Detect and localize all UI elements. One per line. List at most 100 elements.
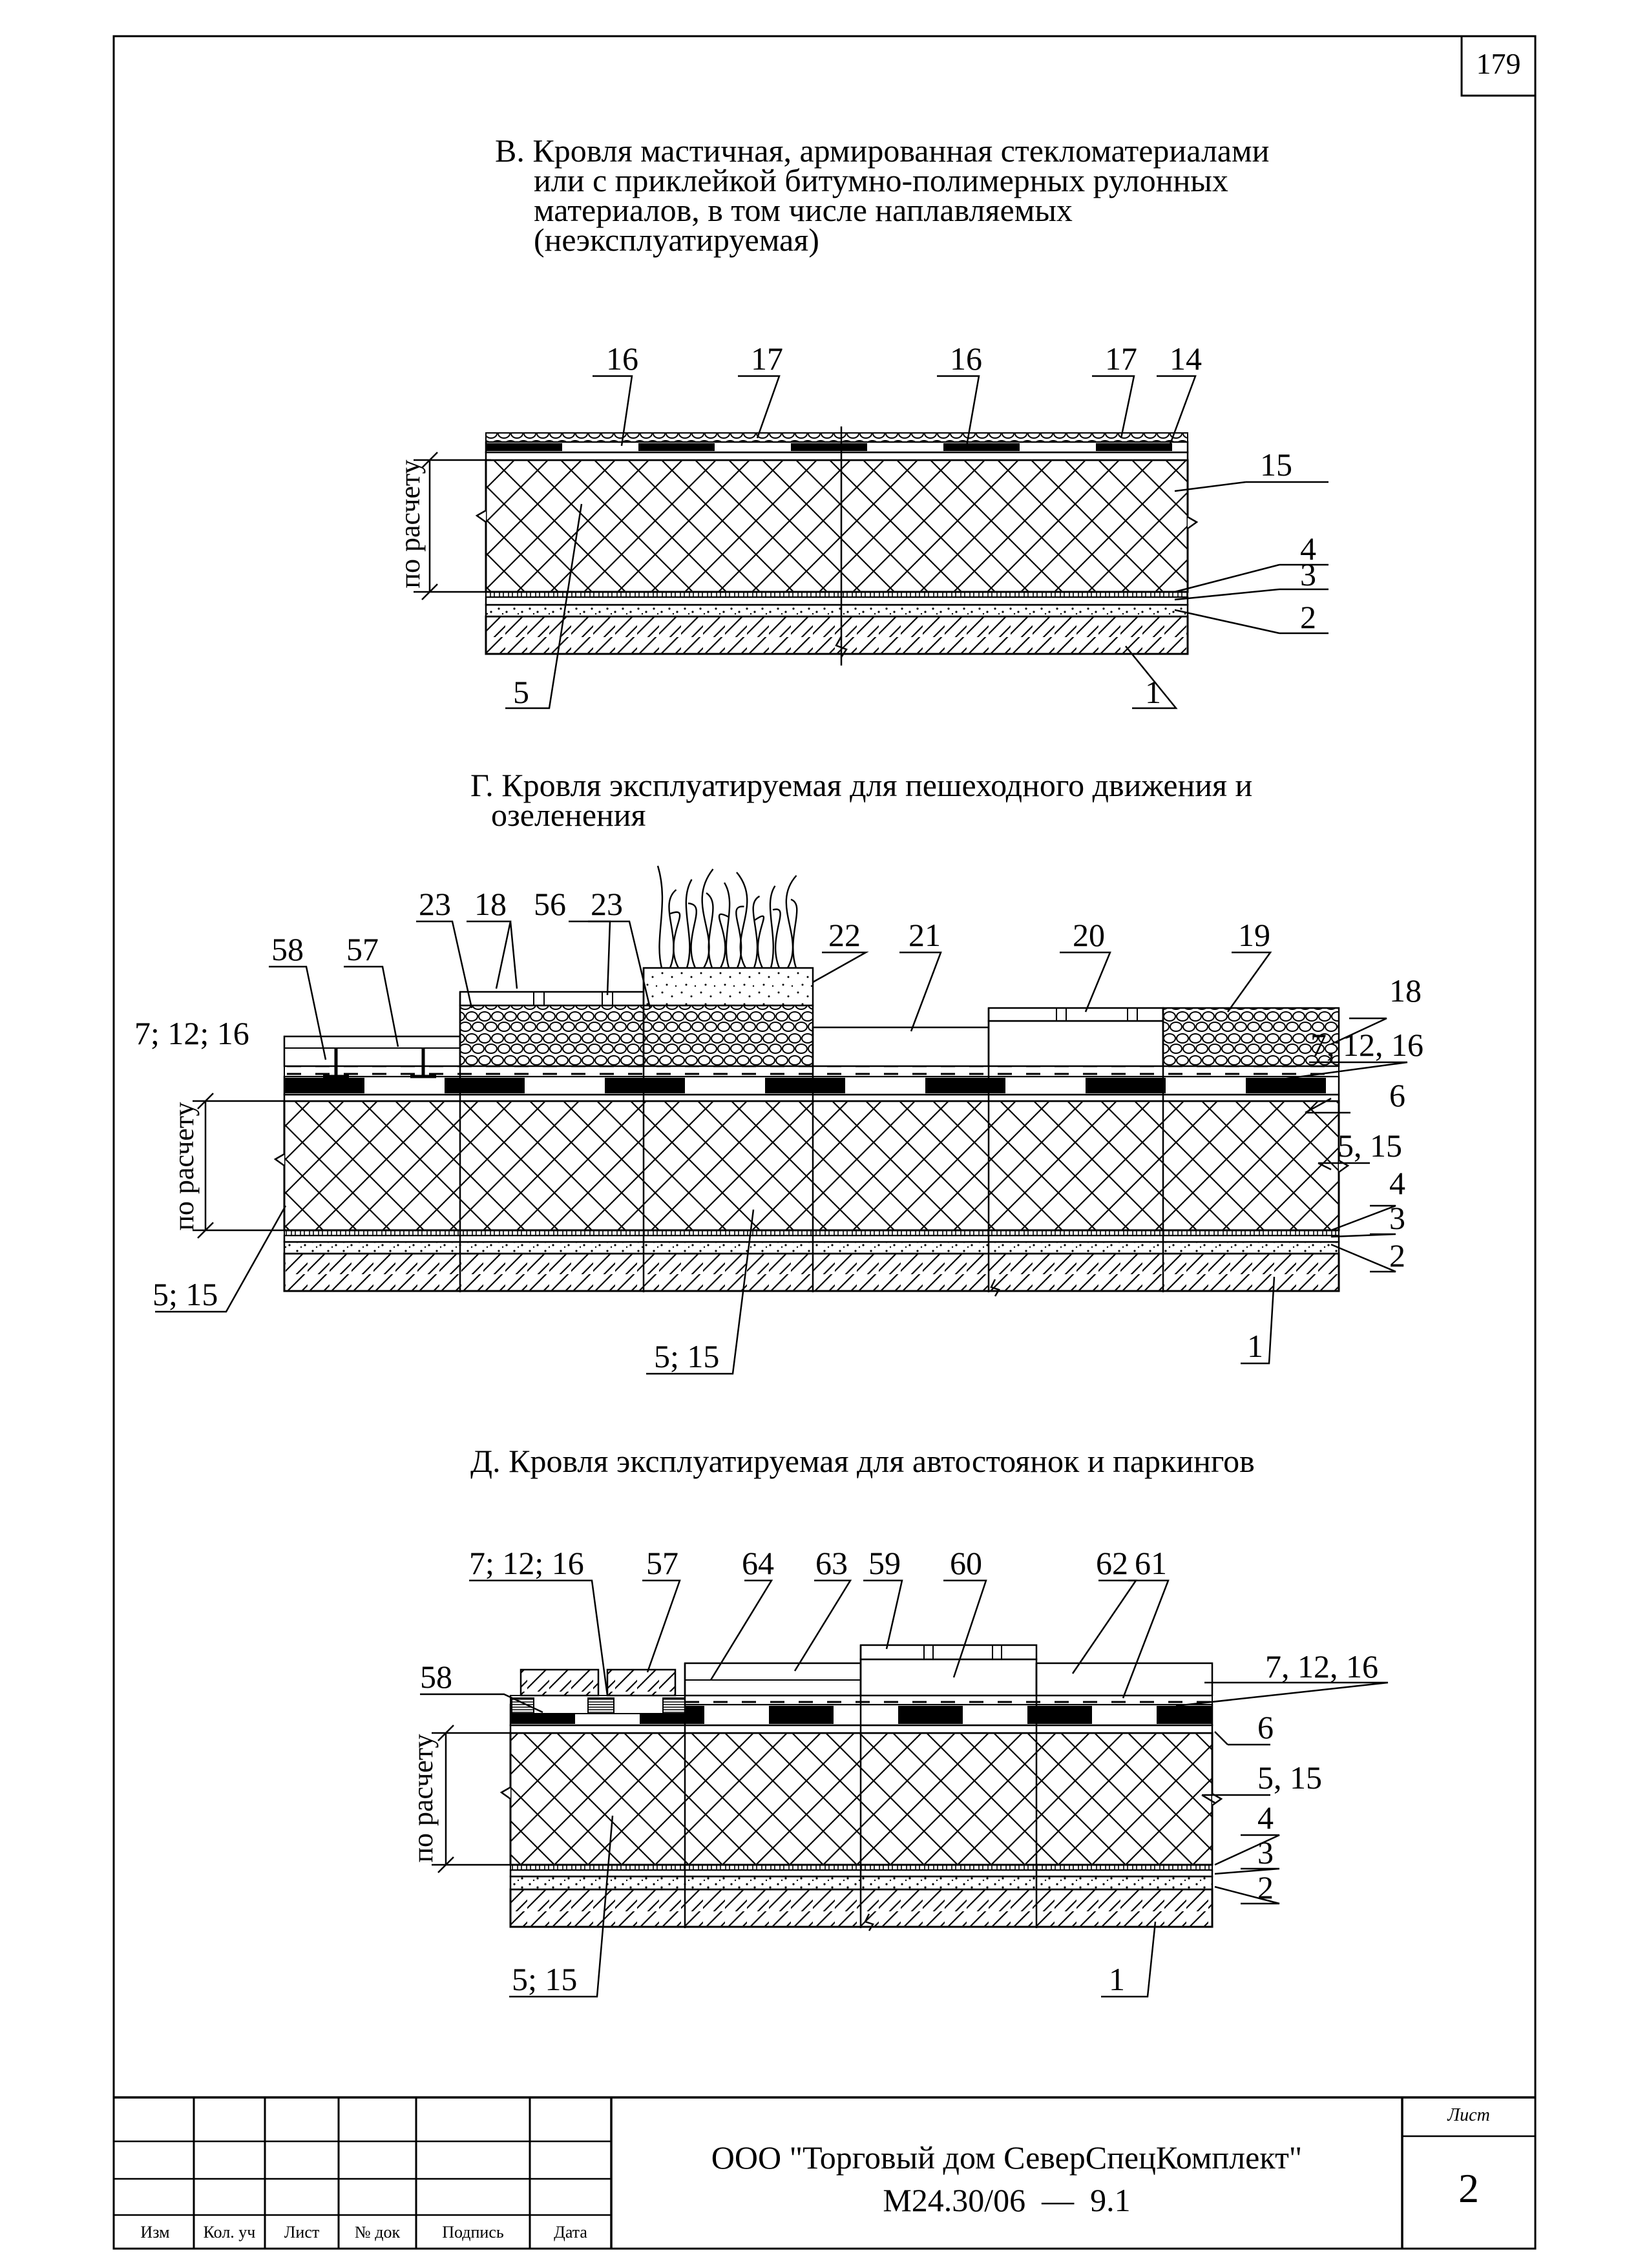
g-layer-6-screed — [283, 1093, 1340, 1102]
callout-label: 4 — [1257, 1800, 1274, 1836]
sheet-frame — [112, 35, 1537, 2250]
layer-16-17-waterproofing — [485, 441, 1189, 454]
callout-label: 2 — [1389, 1237, 1405, 1274]
section-v-title-line-4: (неэксплуатируемая) — [534, 222, 819, 258]
callout-label: 7; 12; 16 — [134, 1015, 249, 1051]
callout-label: 5; 15 — [152, 1276, 218, 1312]
g-layer-2-leveling — [283, 1241, 1340, 1255]
g-dimension — [193, 1093, 284, 1239]
layer-14-screed — [485, 451, 1189, 461]
callout-label: 60 — [950, 1545, 982, 1581]
section-d-title: Д. Кровля эксплуатируемая для автостояно… — [470, 1443, 1255, 1479]
g-layer-5-15-insulation — [283, 1100, 1340, 1232]
callout-label: 1 — [1145, 674, 1161, 710]
title-block-header-izm: Изм — [140, 2223, 170, 2242]
page-number: 179 — [1476, 47, 1521, 80]
callout-label: 5, 15 — [1338, 1128, 1402, 1164]
layer-17-top-gravel — [485, 432, 1188, 443]
section-g-dimension-label: по расчету — [168, 1102, 200, 1231]
callout-label: 63 — [815, 1545, 848, 1581]
callout-label: 5; 15 — [654, 1338, 720, 1374]
callout-label: 59 — [868, 1545, 901, 1581]
title-block — [114, 2096, 1535, 2249]
title-block-header-date: Дата — [554, 2223, 587, 2242]
callout-label: 16 — [606, 341, 638, 377]
callout-label: 23 — [419, 886, 451, 922]
callout-label: 4 — [1300, 530, 1316, 567]
callout-label: 19 — [1238, 917, 1270, 953]
section-v-dimension-label: по расчету — [394, 459, 426, 589]
section-v-dimension — [414, 452, 491, 600]
callout-label: 15 — [1260, 446, 1292, 483]
title-block-header-doc-no: № док — [354, 2223, 401, 2242]
callout-label: 57 — [346, 931, 379, 967]
d-seg-asphalt — [684, 1662, 862, 1697]
callout-label: 2 — [1300, 599, 1316, 635]
callout-label: 4 — [1389, 1165, 1405, 1201]
callout-label: 18 — [1389, 972, 1422, 1009]
callout-label: 7, 12, 16 — [1265, 1648, 1378, 1685]
callout-label: 20 — [1073, 917, 1105, 953]
callout-label: 14 — [1170, 341, 1202, 377]
section-v-title-line-1: В. Кровля мастичная, армированная стекло… — [495, 132, 1270, 169]
callout-label: 61 — [1135, 1545, 1167, 1581]
title-block-organization: ООО "Торговый дом СеверСпецКомплект" — [711, 2139, 1303, 2176]
callout-leaders — [155, 375, 1408, 1998]
title-block-sheet-label: Лист — [1447, 2105, 1490, 2125]
g-geotextile — [284, 1066, 1339, 1077]
callout-label: 16 — [950, 341, 982, 377]
g-waterproofing — [283, 1075, 1340, 1096]
g-layer-1-slab — [283, 1252, 1340, 1292]
title-block-header-kol-uch: Кол. уч — [203, 2223, 256, 2242]
callout-label: 6 — [1389, 1077, 1405, 1113]
callout-label: 18 — [474, 886, 507, 922]
callout-label: 7, 12, 16 — [1310, 1027, 1423, 1063]
d-seg-paver-supports — [510, 1668, 686, 1714]
callout-label: 17 — [1105, 341, 1137, 377]
title-block-document-code: М24.30/06 — 9.1 — [883, 2182, 1131, 2218]
callout-label: 57 — [646, 1545, 678, 1581]
callout-label: 64 — [742, 1545, 774, 1581]
callout-label: 3 — [1257, 1834, 1274, 1871]
layer-2-leveling — [485, 604, 1189, 618]
callout-label: 5; 15 — [512, 1961, 578, 1997]
callout-label: 1 — [1247, 1328, 1263, 1364]
callout-label: 1 — [1109, 1961, 1125, 1997]
callout-label: 5 — [513, 674, 529, 710]
section-g-title-line-2: озеленения — [491, 797, 646, 833]
layer-3-primer — [485, 596, 1189, 606]
callout-label: 6 — [1257, 1709, 1274, 1745]
callout-label: 56 — [534, 886, 566, 922]
g-seg-slab — [812, 1026, 990, 1067]
layer-15-insulation — [485, 459, 1189, 593]
g-seg-paving-supports — [283, 1035, 461, 1078]
section-g-diagram — [193, 865, 1350, 1297]
callout-label: 17 — [751, 341, 783, 377]
title-block-header-list: Лист — [284, 2223, 320, 2242]
d-dimension — [432, 1725, 510, 1873]
section-v-title-line-2: или с приклейкой битумно-полимерных руло… — [534, 162, 1228, 198]
d-seg-concrete — [1035, 1662, 1213, 1697]
title-block-sheet-number: 2 — [1458, 2165, 1479, 2211]
section-d-dimension-label: по расчету — [407, 1734, 439, 1863]
g-seg-tiles — [987, 1007, 1164, 1067]
callout-label: 58 — [271, 931, 304, 967]
callout-label: 7; 12; 16 — [469, 1545, 584, 1581]
section-g-title-line-1: Г. Кровля эксплуатируемая для пешеходног… — [470, 767, 1253, 803]
section-v-diagram — [414, 426, 1199, 666]
g-layer-3-primer — [283, 1234, 1340, 1243]
section-v-break-lines — [475, 426, 1199, 666]
g-seg-gravel-tiles — [459, 991, 645, 1067]
section-v-title-line-3: материалов, в том числе наплавляемых — [534, 192, 1073, 228]
grass-icon — [656, 865, 798, 969]
title-block-header-signature: Подпись — [442, 2223, 504, 2242]
layer-1-slab — [485, 615, 1189, 655]
callout-label: 22 — [828, 917, 861, 953]
g-segment-dividers — [273, 968, 1350, 1297]
callout-label: 3 — [1389, 1200, 1405, 1236]
callout-label: 58 — [420, 1659, 452, 1695]
callout-label: 21 — [909, 917, 941, 953]
callout-label: 2 — [1257, 1869, 1274, 1906]
callout-label: 23 — [591, 886, 623, 922]
